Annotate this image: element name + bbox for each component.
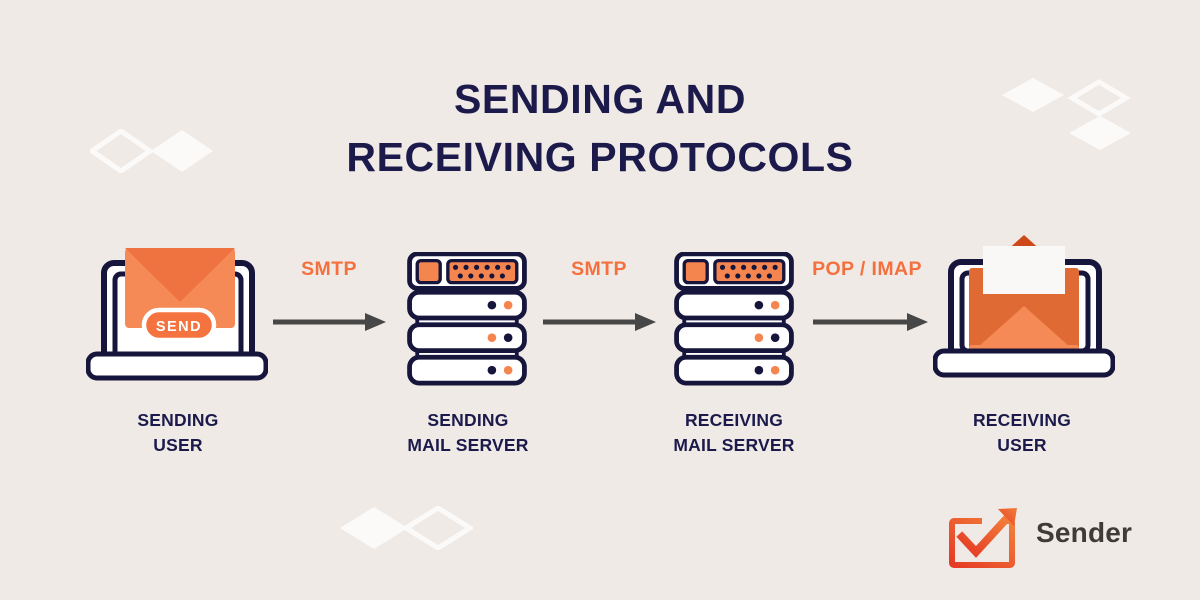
node-label-receiving-mail-server: RECEIVING MAIL SERVER <box>673 410 795 456</box>
node-label-sending-mail-server: SENDING MAIL SERVER <box>407 410 529 456</box>
diamond-decoration-top-left <box>90 129 213 173</box>
mail-server-icon <box>407 252 527 386</box>
arrow-icon-1 <box>273 313 386 331</box>
send-button: SEND <box>141 307 217 343</box>
open-envelope-icon <box>969 235 1079 355</box>
page-title-line1: SENDING AND <box>453 76 747 122</box>
page-title: SENDING AND RECEIVING PROTOCOLS <box>0 70 1200 186</box>
diamond-decoration-top-right <box>1002 78 1131 150</box>
protocol-label-smtp-1: SMTP <box>301 258 357 280</box>
sender-logo-text: Sender <box>1036 517 1133 548</box>
laptop-send-icon: SEND <box>86 248 268 381</box>
protocol-label-smtp-2: SMTP <box>571 258 627 280</box>
node-label-receiving-user: RECEIVING USER <box>972 410 1072 456</box>
protocol-label-pop-imap: POP / IMAP <box>812 258 922 280</box>
mail-server-icon <box>674 252 794 386</box>
page-title-line2: RECEIVING PROTOCOLS <box>346 134 854 181</box>
closed-envelope-icon <box>125 248 235 328</box>
node-label-sending-user: SENDING USER <box>137 410 219 456</box>
arrow-icon-3 <box>813 313 928 331</box>
send-button-label: SEND <box>156 319 202 335</box>
diamond-decoration-bottom-center <box>340 506 473 550</box>
laptop-receive-icon <box>933 235 1115 378</box>
arrow-icon-2 <box>543 313 656 331</box>
sender-logo-icon <box>949 508 1017 568</box>
